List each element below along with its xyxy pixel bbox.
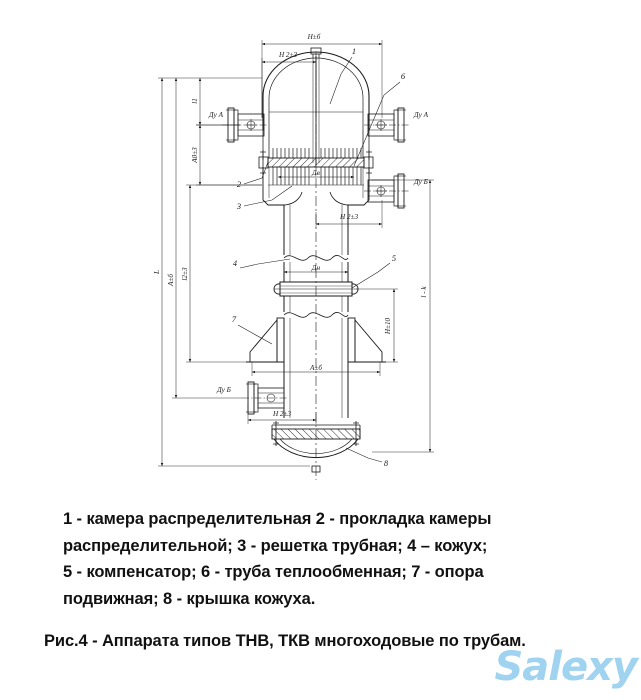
nozzle-bottom-left [242,381,288,415]
legend-line-4: подвижная; 8 - крышка кожуха. [63,590,316,609]
nozzle-label-top-right: Ду А [413,111,429,119]
callout-1: 1 [352,47,356,56]
callout-6: 6 [401,72,406,81]
dim-label-shell-outer-dia: Дн [311,264,321,272]
callout-4: 4 [233,259,237,268]
chamber-skirt [262,167,370,206]
dim-height-l1 [196,77,262,126]
leader-lines [237,56,401,463]
dim-label-height-a0: А0±3 [191,147,199,164]
dim-label-overall-length: L [153,270,161,275]
technical-drawing: Н±б Н 2±3 l1 А0±3 l2±3 А±б L Дн Дв А±б Н… [153,33,434,480]
legend-line-3: 5 - компенсатор; 6 - труба теплообменная… [63,563,484,582]
dim-compensator-height [356,288,398,363]
nozzle-mid-right [364,173,410,209]
dim-label-support-width: А±б [309,364,322,372]
legend-line-2: распределительной; 3 - решетка трубная; … [63,536,488,555]
dim-nozzle-offset-top [261,58,317,118]
dim-support-width [251,362,381,376]
dim-label-compensator-height: Н±10 [384,317,392,335]
dim-label-shell-inner-dia: Дв [311,169,320,177]
callout-5: 5 [392,254,396,263]
dim-label-nozzle-offset-bottom: Н 2±3 [272,410,292,418]
legend-line-1: 1 - камера распределительная 2 - проклад… [63,510,492,528]
dim-nozzle-offset-bottom [247,404,317,424]
figure-title: Рис.4 - Аппарата типов ТНВ, ТКВ многоход… [44,632,526,650]
parts-legend: 1 - камера распределительная 2 - проклад… [63,506,583,613]
nozzle-top-right [364,107,410,143]
nozzle-label-mid-right: Ду Б [413,178,429,186]
dim-label-height-l1: l1 [191,98,199,104]
callout-8: 8 [384,459,389,468]
nozzle-label-bottom-left: Ду Б [216,386,232,394]
shell-cover [271,421,361,473]
dim-overall-length [158,77,310,467]
dim-label-right-overall: l - k [420,286,428,298]
shell-body [283,205,349,282]
compensator [273,281,359,318]
dim-label-nozzle-offset-mid: Н 2±3 [339,213,359,221]
dim-height-a [172,77,242,399]
nozzle-label-top-left: Ду А [208,111,224,119]
caption-area: 1 - камера распределительная 2 - проклад… [0,492,641,700]
dim-height-l2 [186,184,262,363]
callout-7: 7 [232,315,237,324]
callout-3: 3 [236,202,241,211]
dim-label-height-a: А±б [167,274,175,287]
salexy-watermark: Salexy [494,644,638,690]
dim-nozzle-offset-mid [315,200,383,228]
dim-label-nozzle-offset-top: Н 2±3 [278,51,298,59]
dim-right-overall [372,179,434,453]
dim-height-a0 [196,124,262,186]
dim-label-height-l2: l2±3 [181,267,189,281]
callout-2: 2 [237,180,241,189]
dim-label-overall-width-top: Н±б [307,33,321,41]
